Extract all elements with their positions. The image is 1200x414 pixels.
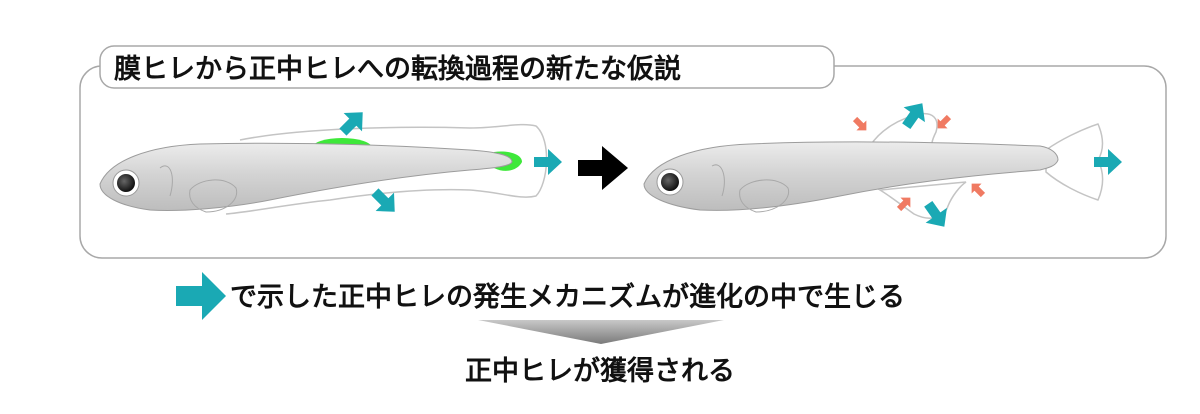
teal-arrow-ventral-left xyxy=(371,188,395,212)
larva-fish xyxy=(99,123,548,215)
down-arrow xyxy=(478,320,724,344)
panel-title: 膜ヒレから正中ヒレへの転換過程の新たな仮説 xyxy=(114,53,681,85)
panel-title-background xyxy=(99,45,835,89)
teal-arrow-caudal-right xyxy=(1094,149,1122,175)
teal-arrow-dorsal-right xyxy=(902,103,925,130)
teal-arrow-ventral-right xyxy=(924,200,947,227)
red-arrow-2 xyxy=(937,114,952,129)
red-arrow-3 xyxy=(896,197,911,212)
juvenile-gut-outline xyxy=(739,179,790,213)
teal-arrow-caudal-left xyxy=(534,149,562,175)
larva-yolk-outline xyxy=(189,179,238,213)
juvenile-head-outline xyxy=(711,164,725,197)
larva-head-outline xyxy=(159,165,173,197)
caption-teal-arrow-icon xyxy=(176,272,226,320)
juvenile-body xyxy=(643,141,1059,211)
juvenile-fish xyxy=(643,112,1104,219)
teal-arrow-dorsal-left xyxy=(339,112,363,136)
caption-text: で示した正中ヒレの発生メカニズムが進化の中で生じる xyxy=(230,281,905,313)
result-text: 正中ヒレが獲得される xyxy=(465,355,735,387)
larva-body xyxy=(99,142,513,212)
red-arrow-1 xyxy=(852,116,867,131)
larva-eye xyxy=(117,174,135,192)
transition-arrow xyxy=(578,146,628,190)
red-arrow-4 xyxy=(971,183,986,198)
juvenile-eye xyxy=(661,173,679,191)
